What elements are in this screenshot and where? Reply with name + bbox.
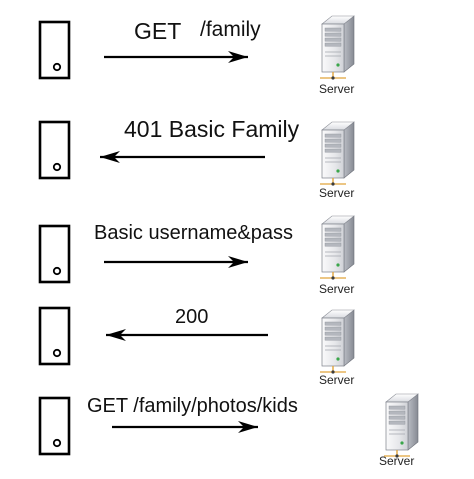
message-label: /family [200,18,261,41]
server-caption: Server [319,186,355,200]
message-label: Basic username&pass [94,222,293,244]
response-arrow [100,151,265,163]
request-arrow [112,421,258,433]
server-caption: Server [319,82,355,96]
server-caption: Server [319,373,355,387]
server-tower-icon [320,215,355,280]
exchange-row [38,215,355,284]
client-device-icon [38,224,71,284]
message-label: GET /family/photos/kids [87,395,298,417]
exchange-row [38,306,355,374]
server-tower-icon [320,121,355,186]
exchange-row [38,15,355,80]
client-device-icon [38,306,71,366]
request-arrow [104,51,248,63]
client-device-icon [38,120,71,180]
request-arrow [104,256,248,268]
message-label: 200 [175,306,209,328]
client-device-icon [38,20,71,80]
server-caption: Server [319,282,355,296]
server-tower-icon [384,393,419,458]
server-caption: Server [379,454,415,468]
message-label: 401 Basic Family [124,116,300,142]
exchange-row [38,393,419,458]
server-tower-icon [320,15,355,80]
exchange-row [38,120,355,186]
message-label: GET [134,18,182,44]
client-device-icon [38,396,71,456]
response-arrow [106,329,268,341]
server-tower-icon [320,309,355,374]
